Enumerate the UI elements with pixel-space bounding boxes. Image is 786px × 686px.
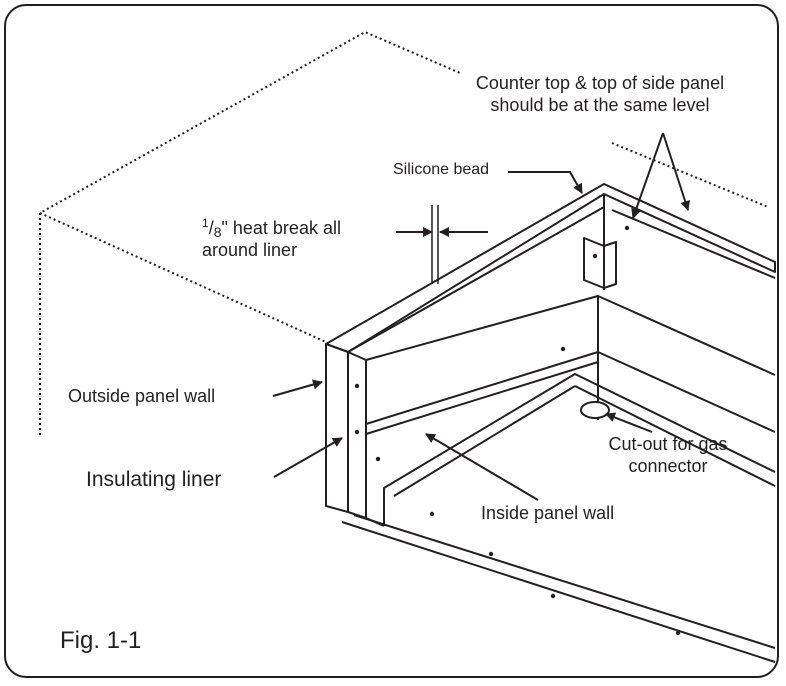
heat-break-label-text: " heat break all: [221, 218, 341, 238]
heat-break-gap: [431, 205, 439, 284]
counter-top-label: Counter top & top of side panel should b…: [430, 73, 770, 116]
heat-break-fraction-denominator: 8: [213, 224, 222, 240]
gas-connector-cutout: [580, 401, 610, 419]
insulating-liner-label: Insulating liner: [86, 468, 222, 491]
outside-panel-wall-label: Outside panel wall: [68, 386, 216, 406]
counter-top-label-line2: should be at the same level: [490, 94, 710, 115]
leader-lines: [272, 132, 690, 501]
silicone-bead-label: Silicone bead: [393, 161, 490, 178]
cut-out-label-line1: Cut-out for gas: [608, 434, 728, 454]
figure-label: Fig. 1-1: [60, 627, 142, 654]
inside-panel-wall-label: Inside panel wall: [481, 503, 615, 523]
heat-break-fraction-slash: /: [208, 218, 214, 238]
side-panel: [325, 183, 776, 663]
cut-out-label-line2: connector: [628, 455, 708, 476]
screw-holes: [354, 225, 681, 636]
counter-top-label-line1: Counter top & top of side panel: [475, 73, 725, 93]
cut-out-label: Cut-out for gas connector: [578, 434, 758, 477]
figure-frame: [4, 4, 779, 678]
heat-break-label: 1/8" heat break all around liner: [202, 216, 341, 261]
heat-break-label-line2: around liner: [202, 239, 298, 260]
counter-top-outline: [39, 30, 769, 435]
heat-break-fraction-numerator: 1: [202, 216, 209, 230]
